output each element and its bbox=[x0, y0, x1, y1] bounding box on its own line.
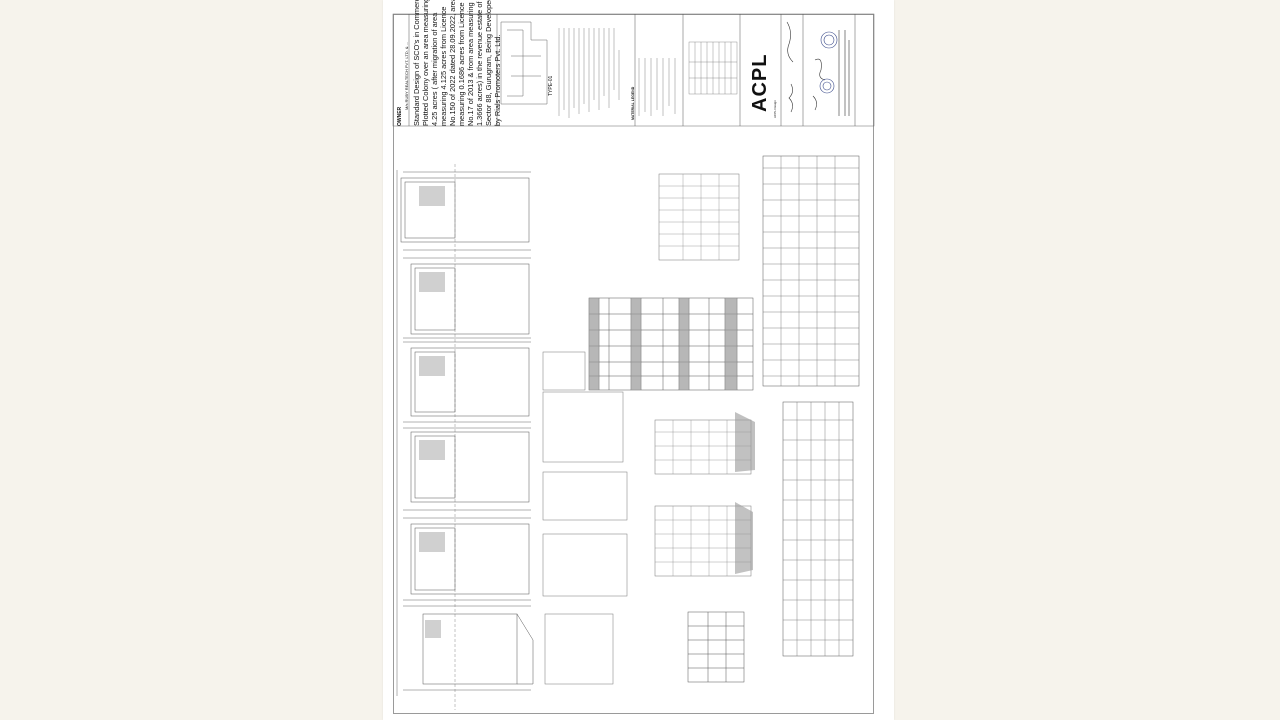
sections bbox=[542, 173, 752, 685]
legend-lines bbox=[638, 58, 676, 116]
type-sketch bbox=[500, 21, 548, 105]
stair-hatching bbox=[419, 186, 445, 638]
schedule-table-small bbox=[688, 41, 738, 95]
section-fills bbox=[735, 412, 755, 574]
signature-stamps bbox=[786, 21, 850, 116]
notes-lines bbox=[558, 28, 620, 118]
plan-dimension-lines bbox=[396, 170, 531, 696]
drawing-sheet: OWNER M/s RUBY REALTECH PVT. LTD. & ... … bbox=[383, 0, 894, 720]
table-header-fills bbox=[589, 298, 737, 390]
sheet-border bbox=[393, 14, 874, 714]
small-table bbox=[687, 611, 745, 683]
floor-plans bbox=[400, 164, 534, 710]
elevations bbox=[762, 155, 860, 657]
elevation-grid bbox=[763, 156, 859, 656]
architectural-drawing bbox=[392, 13, 875, 710]
